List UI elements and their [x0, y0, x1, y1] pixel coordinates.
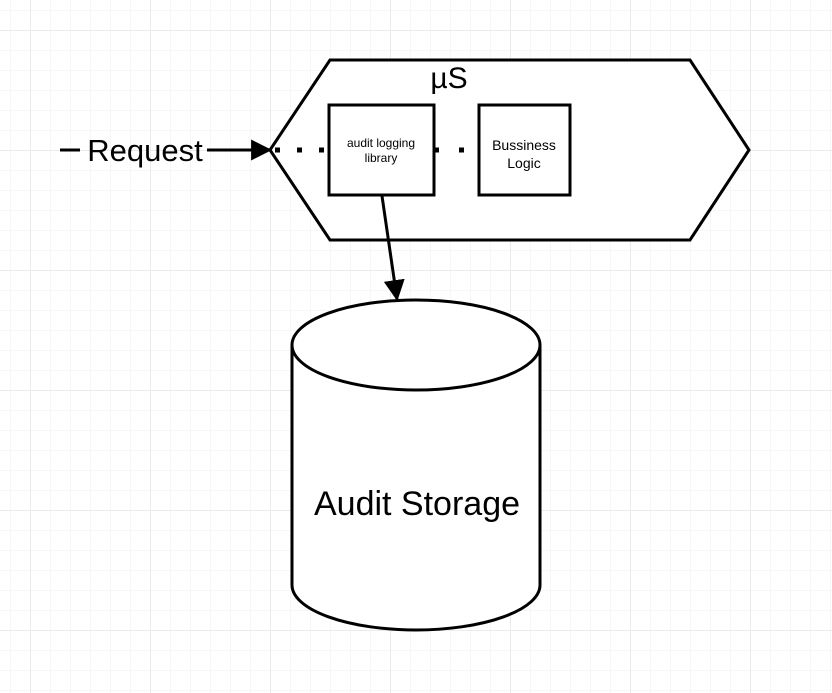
audit-storage-label: Audit Storage	[314, 485, 520, 523]
business-logic-label-line1: Bussiness	[492, 137, 556, 153]
business-logic-box[interactable]	[477, 103, 572, 197]
audit-logging-library-label-line2: library	[365, 151, 398, 165]
audit-storage-cylinder-top	[290, 298, 542, 392]
audit-storage-cylinder-body[interactable]	[290, 345, 542, 632]
storage-arrow[interactable]	[380, 195, 405, 302]
business-logic-label-line2: Logic	[507, 155, 540, 171]
request-label: Request	[87, 133, 203, 168]
audit-logging-library-label-line1: audit logging	[347, 136, 415, 150]
audit-logging-library-box[interactable]	[327, 103, 436, 197]
microservice-title: µS	[430, 62, 467, 95]
